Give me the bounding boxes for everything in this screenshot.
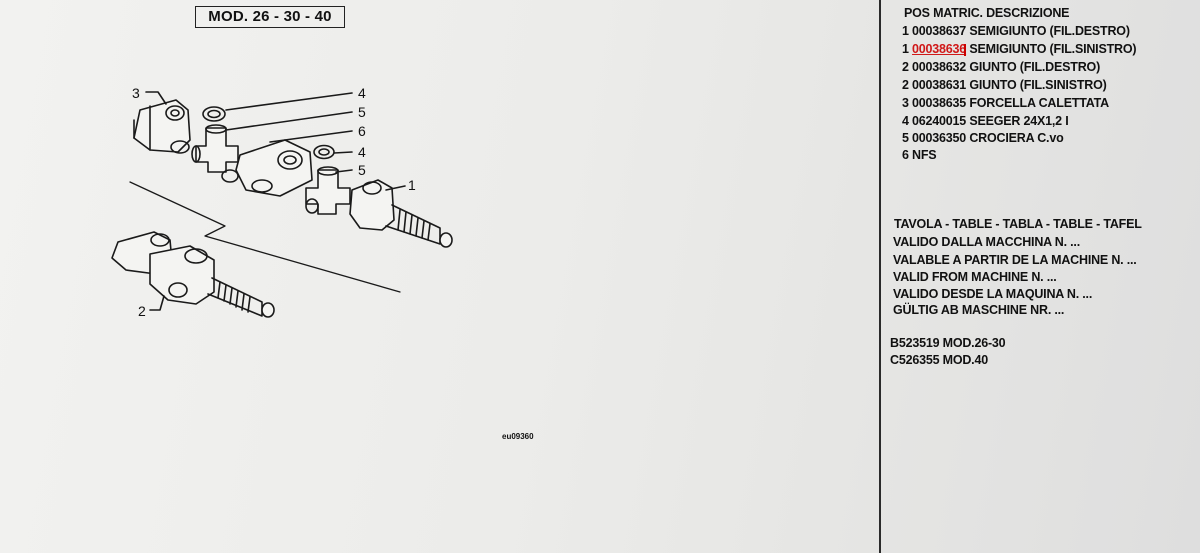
part-row[interactable]: 2 00038631 GIUNTO (FIL.SINISTRO) (902, 77, 1107, 93)
callout-6: 6 (358, 123, 366, 139)
separator-line (129, 181, 401, 293)
part-pos: 3 (902, 96, 909, 110)
table-label: TAVOLA - TABLE - TABLA - TABLE - TAFEL (894, 217, 1142, 231)
validity-line-fr: VALABLE A PARTIR DE LA MACHINE N. ... (893, 253, 1137, 267)
drawing-code: eu09360 (502, 432, 534, 441)
part-pos: 5 (902, 131, 909, 145)
seeger-ring-upper (202, 106, 226, 122)
part-row[interactable]: 4 06240015 SEEGER 24X1,2 I (902, 113, 1069, 129)
part-number: 00038632 (912, 60, 967, 74)
part-row[interactable]: 6 NFS (902, 147, 937, 163)
callout-3: 3 (132, 85, 140, 101)
part-number: 06240015 (912, 114, 967, 128)
part-number: 00038637 (912, 24, 967, 38)
part-number: 00036350 (912, 131, 967, 145)
part-pos: 1 (902, 42, 909, 56)
part-row[interactable]: 3 00038635 FORCELLA CALETTATA (902, 95, 1109, 111)
half-joint-part-1 (349, 179, 453, 248)
part-description: SEMIGIUNTO (FIL.DESTRO) (969, 24, 1130, 38)
part-number: 00038635 (912, 96, 967, 110)
part-row-highlighted[interactable]: 1 00038636 SEMIGIUNTO (FIL.SINISTRO) (902, 41, 1137, 57)
part-description: GIUNTO (FIL.DESTRO) (969, 60, 1101, 74)
validity-line-en: VALID FROM MACHINE N. ... (893, 270, 1057, 284)
part-description: SEMIGIUNTO (FIL.SINISTRO) (969, 42, 1137, 56)
parts-list-header: POS MATRIC. DESCRIZIONE (904, 6, 1070, 20)
callout-1: 1 (408, 177, 416, 193)
part-pos: 1 (902, 24, 909, 38)
part-row[interactable]: 2 00038632 GIUNTO (FIL.DESTRO) (902, 59, 1100, 75)
callout-4-upper: 4 (358, 85, 366, 101)
validity-line-it: VALIDO DALLA MACCHINA N. ... (893, 235, 1080, 249)
cross-part-5-upper (191, 124, 239, 173)
part-number-link[interactable]: 00038636 (912, 42, 967, 56)
parts-illustration: 3 4 5 6 4 5 1 2 (111, 85, 453, 319)
model-label-box: MOD. 26 - 30 - 40 (195, 6, 345, 28)
joint-body-part-6 (221, 139, 313, 197)
callout-2: 2 (138, 303, 146, 319)
part-row[interactable]: 1 00038637 SEMIGIUNTO (FIL.DESTRO) (902, 23, 1130, 39)
text-cursor (964, 43, 967, 56)
part-pos: 6 (902, 148, 909, 162)
callout-5-lower: 5 (358, 162, 366, 178)
callout-5-upper: 5 (358, 104, 366, 120)
callout-4-lower: 4 (358, 144, 366, 160)
part-description: GIUNTO (FIL.SINISTRO) (969, 78, 1107, 92)
part-description: NFS (912, 148, 937, 162)
validity-line-es: VALIDO DESDE LA MAQUINA N. ... (893, 287, 1093, 301)
part-pos: 2 (902, 60, 909, 74)
cross-part-5-lower (305, 166, 351, 215)
part-description: SEEGER 24X1,2 I (969, 114, 1069, 128)
part-row[interactable]: 5 00036350 CROCIERA C.vo (902, 130, 1064, 146)
assembled-joint-part-2 (111, 231, 275, 318)
part-pos: 4 (902, 114, 909, 128)
seeger-ring-lower (313, 144, 335, 160)
part-description: CROCIERA C.vo (969, 131, 1064, 145)
parts-list-panel: POS MATRIC. DESCRIZIONE 1 00038637 SEMIG… (888, 0, 1200, 553)
serial-line: B523519 MOD.26-30 (890, 336, 1006, 350)
part-description: FORCELLA CALETTATA (969, 96, 1110, 110)
part-number: 00038631 (912, 78, 967, 92)
validity-line-de: GÜLTIG AB MASCHINE NR. ... (893, 303, 1065, 317)
exploded-parts-drawing: MOD. 26 - 30 - 40 (111, 6, 534, 441)
panel-divider (879, 0, 881, 553)
part-pos: 2 (902, 78, 909, 92)
yoke-part-3 (133, 99, 191, 154)
serial-line: C526355 MOD.40 (890, 353, 988, 367)
